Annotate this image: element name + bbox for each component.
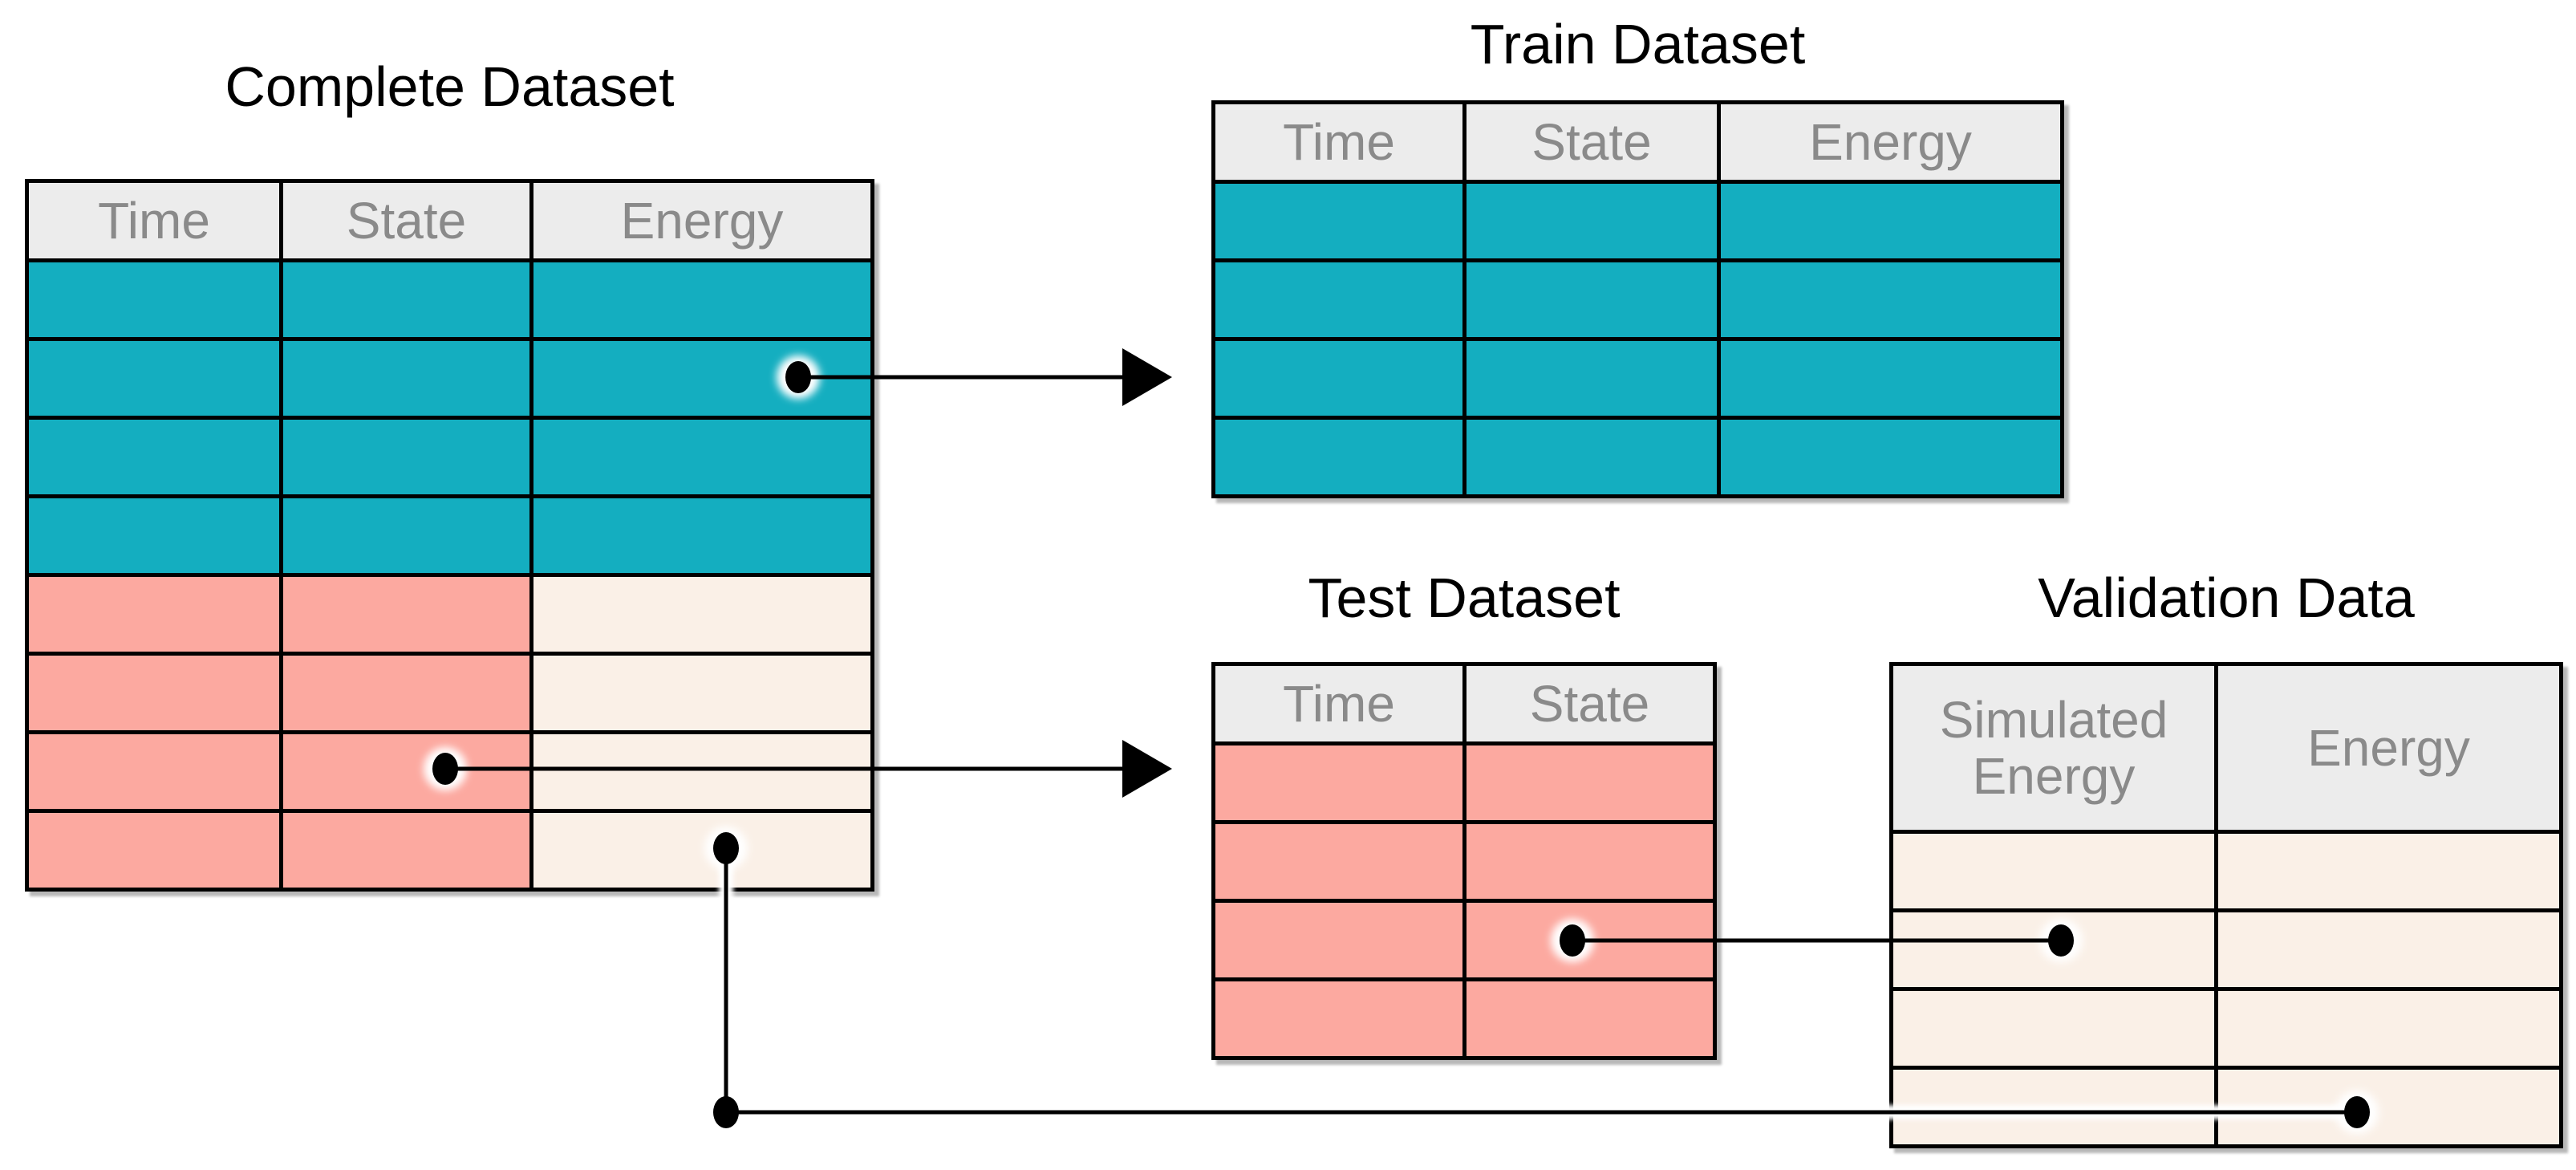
- complete-dataset-column-header: State: [283, 183, 529, 258]
- table-cell-teal: [1215, 184, 1462, 258]
- table-cell-pink: [1466, 903, 1713, 977]
- validation-data-column-header: Energy: [2218, 666, 2559, 830]
- table-cell-cream: [2218, 912, 2559, 987]
- table-cell-pink: [1215, 981, 1462, 1056]
- validation-data-column-header: Simulated Energy: [1893, 666, 2214, 830]
- table-cell-cream: [1893, 912, 2214, 987]
- table-cell-pink: [283, 734, 529, 809]
- table-cell-teal: [1721, 420, 2060, 494]
- table-cell-teal: [1466, 262, 1717, 337]
- table-cell-pink: [1466, 745, 1713, 820]
- endpoint-dot-halo: [704, 1091, 748, 1134]
- table-cell-teal: [533, 262, 870, 337]
- table-cell-teal: [1721, 341, 2060, 416]
- table-cell-pink: [283, 813, 529, 888]
- table-cell-teal: [29, 262, 279, 337]
- complete-dataset-column-header: Time: [29, 183, 279, 258]
- table-cell-teal: [1215, 420, 1462, 494]
- complete-dataset-column-header: Energy: [533, 183, 870, 258]
- table-cell-teal: [1466, 341, 1717, 416]
- table-cell-teal: [533, 341, 870, 416]
- table-cell-pink: [29, 577, 279, 652]
- table-cell-pink: [29, 656, 279, 730]
- table-cell-teal: [29, 420, 279, 494]
- table-cell-teal: [283, 498, 529, 573]
- table-cell-pink: [1215, 745, 1462, 820]
- table-cell-cream: [1893, 1070, 2214, 1144]
- table-cell-cream: [2218, 1070, 2559, 1144]
- table-cell-teal: [29, 498, 279, 573]
- test-dataset-title: Test Dataset: [1308, 567, 1621, 629]
- table-cell-cream: [533, 656, 870, 730]
- table-cell-teal: [29, 341, 279, 416]
- table-cell-pink: [1466, 824, 1713, 899]
- table-cell-teal: [1721, 262, 2060, 337]
- complete-to-test-arrow-arrowhead: [1122, 740, 1172, 798]
- table-cell-cream: [533, 577, 870, 652]
- table-cell-teal: [283, 420, 529, 494]
- test-dataset-column-header: Time: [1215, 666, 1462, 741]
- train-dataset-title: Train Dataset: [1470, 13, 1806, 75]
- table-cell-pink: [29, 734, 279, 809]
- table-cell-pink: [283, 656, 529, 730]
- table-cell-pink: [1215, 903, 1462, 977]
- table-cell-teal: [283, 341, 529, 416]
- endpoint-dot: [713, 1096, 739, 1128]
- train-dataset-column-header: Energy: [1721, 104, 2060, 180]
- table-cell-pink: [1215, 824, 1462, 899]
- table-cell-cream: [2218, 991, 2559, 1066]
- table-cell-teal: [1466, 184, 1717, 258]
- table-cell-teal: [283, 262, 529, 337]
- table-cell-pink: [283, 577, 529, 652]
- table-cell-cream: [2218, 834, 2559, 908]
- table-cell-pink: [1466, 981, 1713, 1056]
- table-cell-teal: [1466, 420, 1717, 494]
- validation-data-title: Validation Data: [2038, 567, 2415, 629]
- table-cell-cream: [1893, 991, 2214, 1066]
- complete-to-train-arrow-arrowhead: [1122, 348, 1172, 406]
- train-dataset-column-header: State: [1466, 104, 1717, 180]
- complete-dataset-title: Complete Dataset: [225, 55, 675, 118]
- table-cell-cream: [533, 734, 870, 809]
- table-cell-teal: [533, 420, 870, 494]
- table-cell-teal: [1721, 184, 2060, 258]
- table-cell-pink: [29, 813, 279, 888]
- train-dataset-column-header: Time: [1215, 104, 1462, 180]
- table-cell-teal: [533, 498, 870, 573]
- table-cell-cream: [533, 813, 870, 888]
- table-cell-cream: [1893, 834, 2214, 908]
- test-dataset-column-header: State: [1466, 666, 1713, 741]
- table-cell-teal: [1215, 262, 1462, 337]
- table-cell-teal: [1215, 341, 1462, 416]
